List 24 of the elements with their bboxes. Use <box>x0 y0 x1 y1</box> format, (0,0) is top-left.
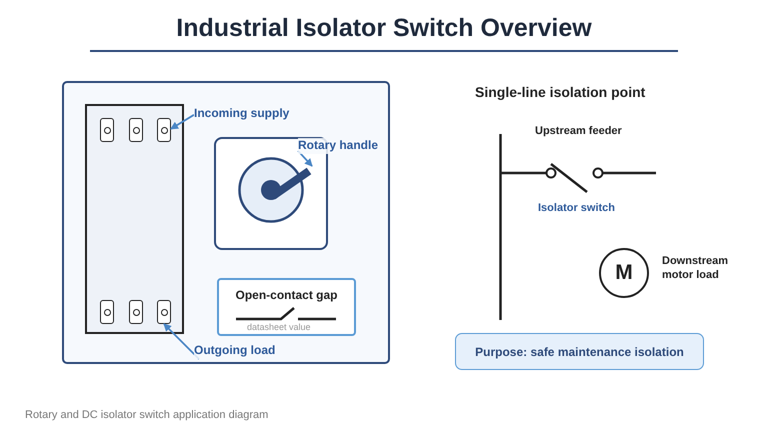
purpose-banner: Purpose: safe maintenance isolation <box>455 333 704 370</box>
handle-lever <box>272 166 312 198</box>
terminal <box>129 300 143 324</box>
callout-label: Rotary handle <box>298 138 378 154</box>
device-panel <box>62 81 390 364</box>
switch-label: Isolator switch <box>538 202 616 214</box>
terminal <box>157 118 171 142</box>
gap-heading: Open-contact gap <box>234 288 338 302</box>
feeder-label: Upstream feeder <box>535 125 622 137</box>
leader-line <box>297 150 313 167</box>
gap-card <box>217 278 356 336</box>
leader-line <box>163 323 200 360</box>
terminal <box>157 300 171 324</box>
caption: Rotary and DC isolator switch application diagram <box>25 409 268 421</box>
switch-body <box>85 104 184 334</box>
terminal <box>129 118 143 142</box>
motor-caption: Downstream motor load <box>662 254 730 282</box>
terminal <box>100 300 114 324</box>
leader-line <box>170 114 194 130</box>
terminal <box>100 118 114 142</box>
gap-note: datasheet value <box>247 322 311 332</box>
section-heading: Single-line isolation point <box>475 84 646 100</box>
motor-symbol: M <box>599 248 649 298</box>
title: Industrial Isolator Switch Overview <box>175 14 593 43</box>
